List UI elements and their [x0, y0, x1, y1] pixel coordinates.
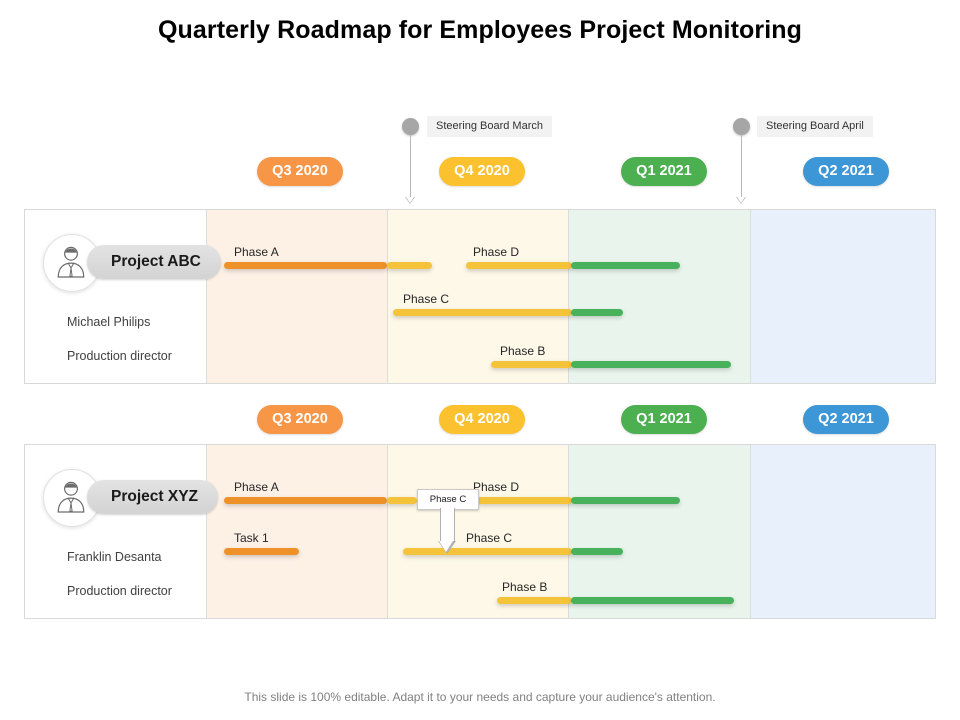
gantt-bar-label: Phase D [473, 480, 520, 494]
gantt-bar-label: Phase A [234, 245, 279, 259]
gantt-bar-label: Phase C [466, 531, 513, 545]
quarter-band-q4 [387, 210, 568, 383]
milestone-arrow-march-icon [405, 197, 415, 204]
column-divider [750, 445, 751, 618]
milestone-dot-icon [733, 118, 750, 135]
project-card-xyz: Project XYZ Franklin Desanta Production … [24, 444, 936, 619]
column-divider [206, 210, 207, 383]
footer-note: This slide is 100% editable. Adapt it to… [244, 690, 716, 704]
quarter-pill-q1-2021-top[interactable]: Q1 2021 [621, 157, 707, 186]
quarter-band-q1 [568, 210, 750, 383]
milestone-dot-icon [402, 118, 419, 135]
page-title: Quarterly Roadmap for Employees Project … [157, 16, 802, 44]
person-role-abc: Production director [67, 349, 172, 363]
person-name-xyz: Franklin Desanta [67, 550, 162, 564]
milestone-label-march: Steering Board March [427, 116, 552, 137]
quarter-pill-q3-2020-top[interactable]: Q3 2020 [257, 157, 343, 186]
gantt-bar-label: Phase A [234, 480, 279, 494]
column-divider [750, 210, 751, 383]
gantt-bar-segment[interactable] [387, 497, 417, 504]
project-badge-abc[interactable]: Project ABC [87, 245, 221, 279]
gantt-bar-segment[interactable] [571, 548, 623, 555]
quarter-pill-q3-2020-mid[interactable]: Q3 2020 [257, 405, 343, 434]
quarter-band-q4 [387, 445, 568, 618]
gantt-bar-label: Task 1 [234, 531, 269, 545]
gantt-bar-segment[interactable] [477, 497, 572, 504]
gantt-bar-segment[interactable] [224, 262, 387, 269]
gantt-bar-segment[interactable] [571, 497, 680, 504]
gantt-bar-label: Phase D [473, 245, 520, 259]
person-name-abc: Michael Philips [67, 315, 151, 329]
quarter-pill-q4-2020-top[interactable]: Q4 2020 [439, 157, 525, 186]
project-badge-xyz[interactable]: Project XYZ [87, 480, 218, 514]
project-card-abc: Project ABC Michael Philips Production d… [24, 209, 936, 384]
person-role-xyz: Production director [67, 584, 172, 598]
project-identity-xyz: Project XYZ [41, 467, 221, 527]
quarter-pill-q1-2021-mid[interactable]: Q1 2021 [621, 405, 707, 434]
gantt-bar-segment[interactable] [571, 309, 623, 316]
milestone-connector-march [410, 135, 411, 197]
gantt-bar-label: Phase C [403, 292, 450, 306]
gantt-bar-segment[interactable] [571, 262, 680, 269]
column-divider [568, 210, 569, 383]
gantt-bar-segment[interactable] [497, 597, 572, 604]
person-avatar-icon [57, 481, 85, 513]
gantt-bar-segment[interactable] [393, 309, 572, 316]
gantt-bar-segment[interactable] [466, 262, 572, 269]
gantt-bar-segment[interactable] [571, 597, 734, 604]
milestone-arrow-april-icon [736, 197, 746, 204]
column-divider [387, 445, 388, 618]
quarter-band-q1 [568, 445, 750, 618]
quarter-band-q2 [750, 210, 935, 383]
person-avatar-icon [57, 246, 85, 278]
quarter-pill-q2-2021-top[interactable]: Q2 2021 [803, 157, 889, 186]
gantt-bar-segment[interactable] [571, 361, 731, 368]
column-divider [206, 445, 207, 618]
column-divider [387, 210, 388, 383]
gantt-bar-segment[interactable] [403, 548, 572, 555]
gantt-bar-segment[interactable] [224, 548, 299, 555]
project-identity-abc: Project ABC [41, 232, 221, 292]
gantt-bar-segment[interactable] [387, 262, 432, 269]
quarter-band-q2 [750, 445, 935, 618]
gantt-bar-label: Phase B [502, 580, 548, 594]
milestone-connector-april [741, 135, 742, 197]
gantt-bar-segment[interactable] [491, 361, 572, 368]
milestone-label-april: Steering Board April [757, 116, 873, 137]
quarter-pill-q4-2020-mid[interactable]: Q4 2020 [439, 405, 525, 434]
quarter-pill-q2-2021-mid[interactable]: Q2 2021 [803, 405, 889, 434]
column-divider [568, 445, 569, 618]
gantt-bar-segment[interactable] [224, 497, 387, 504]
callout-arrow-icon [437, 541, 456, 554]
callout-stem [440, 508, 455, 541]
callout-phase-c[interactable]: Phase C [417, 489, 479, 510]
quarter-band-q3 [206, 445, 387, 618]
quarter-band-q3 [206, 210, 387, 383]
gantt-bar-label: Phase B [500, 344, 546, 358]
